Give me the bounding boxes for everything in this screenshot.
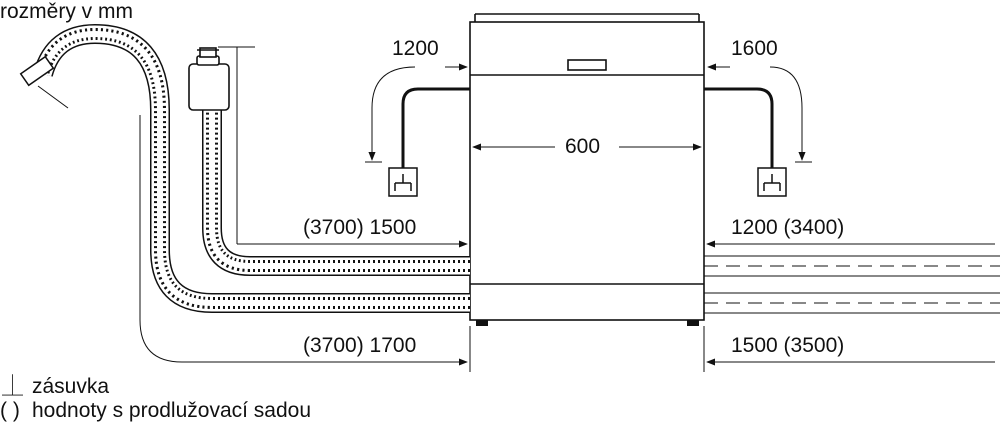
right-cord-length-arrow — [707, 63, 812, 163]
water-valve-icon — [188, 47, 230, 111]
left-cord-length-arrow — [365, 63, 468, 163]
water-inlet-hose — [202, 110, 470, 276]
legend-paren-label: hodnoty s prodlužovací sadou — [32, 399, 312, 422]
right-foot — [687, 320, 699, 326]
right-socket-icon — [757, 167, 787, 197]
inlet-dimension-line — [218, 46, 468, 248]
left-foot — [476, 320, 488, 326]
dim-right-drain: 1500 (3500) — [731, 334, 845, 357]
dim-left-drain: (3700) 1700 — [303, 334, 417, 357]
control-display — [567, 59, 607, 71]
dishwasher-body — [469, 13, 705, 321]
right-hose-paths — [704, 255, 1000, 314]
left-socket-icon — [388, 167, 418, 197]
drain-dimension-line — [139, 115, 468, 366]
dim-right-cord: 1600 — [731, 37, 778, 60]
right-power-cord — [704, 87, 774, 168]
dim-left-inlet: (3700) 1500 — [303, 216, 417, 239]
legend-paren-symbol: ( ) — [0, 399, 20, 422]
dim-width: 600 — [565, 135, 601, 158]
legend-socket-label: zásuvka — [32, 375, 110, 398]
drain-hose-end-icon — [19, 55, 55, 87]
drain-hose — [33, 23, 470, 313]
dim-left-cord: 1200 — [392, 37, 439, 60]
legend-socket-symbol: ⏊ — [2, 375, 23, 398]
units-title: rozměry v mm — [0, 0, 133, 23]
left-power-cord — [401, 87, 470, 168]
dim-right-inlet: 1200 (3400) — [731, 216, 845, 239]
